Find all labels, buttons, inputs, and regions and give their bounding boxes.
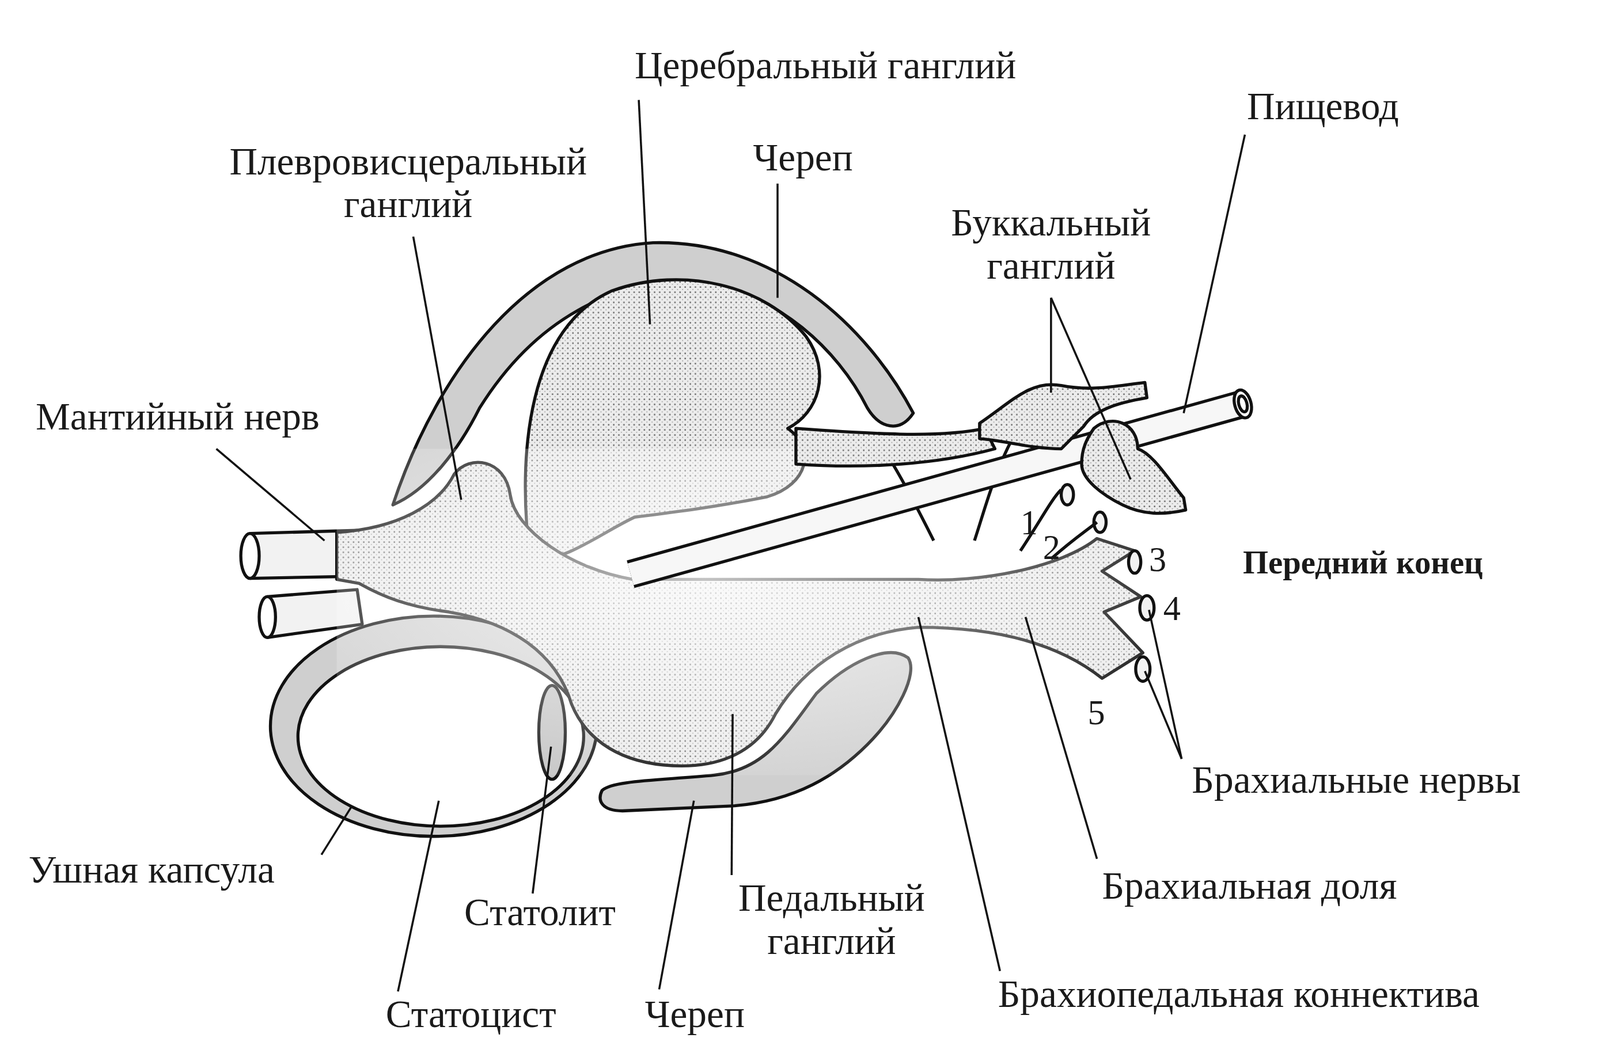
part-label: Церебральный ганглий: [634, 44, 1016, 88]
nerve-end: [240, 533, 260, 579]
leader-line: [776, 183, 779, 298]
leader-lines: [216, 100, 1246, 992]
leader-line: [216, 449, 325, 541]
esophagus-end: [1231, 388, 1255, 420]
callout-number: 5: [1087, 694, 1106, 733]
leader-line: [918, 617, 1001, 972]
leader-line: [1144, 671, 1182, 760]
callout-number: 4: [1163, 589, 1181, 628]
leader-line: [1051, 297, 1131, 480]
leader-line: [321, 806, 352, 856]
leader-line: [1183, 134, 1245, 414]
leader-line: [1025, 617, 1098, 860]
nerve-end: [1061, 484, 1074, 506]
part-label: Брахиопедальная коннектива: [998, 973, 1480, 1016]
part-label: Статолит: [464, 891, 616, 935]
leader-line: [638, 100, 650, 325]
orientation-label: Передний конец: [1242, 544, 1484, 581]
part-label: Педальный ганглий: [703, 877, 959, 963]
cerebrobuccal-connective: [795, 428, 995, 466]
part-label: Пищевод: [1246, 85, 1399, 129]
leader-line: [659, 801, 695, 991]
nerve-end: [1139, 596, 1155, 621]
leader-line: [413, 236, 462, 500]
leader-line: [1049, 297, 1053, 393]
leader-line: [532, 747, 552, 894]
part-label: Череп: [645, 994, 745, 1037]
part-label: Брахиальные нервы: [1191, 759, 1521, 802]
part-label: Буккальный ганглий: [913, 202, 1189, 288]
part-label: Брахиальная доля: [1101, 865, 1397, 908]
leader-line: [397, 801, 439, 992]
leader-line: [731, 714, 733, 876]
part-label: Мантийный нерв: [35, 395, 320, 439]
part-label: Ушная капсула: [28, 848, 275, 892]
buccal-ganglion: [1081, 421, 1186, 514]
nerve-end: [259, 596, 276, 638]
callout-number: 3: [1149, 540, 1167, 579]
callout-number: 1: [1020, 503, 1038, 542]
callout-number: 2: [1043, 528, 1061, 567]
part-label: Плевровисцеральный ганглий: [188, 140, 628, 226]
nerve-end: [1128, 551, 1141, 574]
part-label: Череп: [752, 136, 853, 180]
part-label: Статоцист: [385, 994, 557, 1037]
leader-line: [1149, 609, 1182, 760]
